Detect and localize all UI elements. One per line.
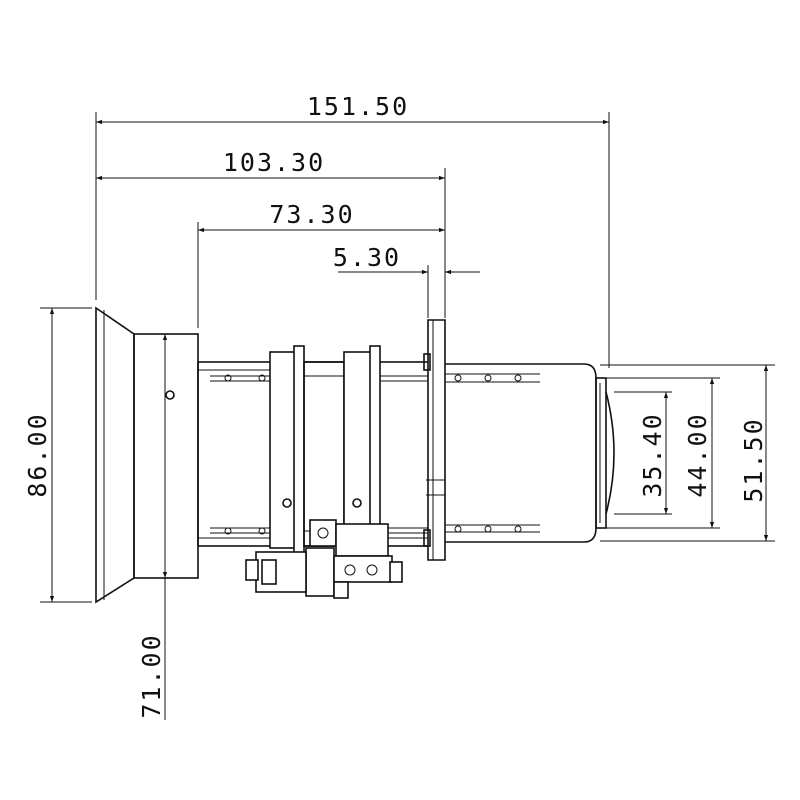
dim-length-to-flange: 103.30 [96, 148, 445, 181]
dim-overall-length: 151.50 [96, 92, 609, 125]
dim-barrel-diameter: 71.00 [137, 334, 168, 719]
front-barrel [133, 333, 199, 579]
dim-front-diameter: 86.00 [23, 308, 55, 602]
main-tube [197, 361, 431, 547]
front-hood [95, 306, 135, 604]
dim-rear-outer-diameter: 51.50 [739, 365, 769, 541]
actuator-assembly [245, 519, 428, 599]
lens-body [95, 306, 615, 604]
rear-tube [445, 363, 597, 543]
dim-flange-thickness: 5.30 [333, 243, 480, 275]
dim-rear-mid-diameter-label: 44.00 [683, 412, 712, 497]
dim-barrel-length-label: 73.30 [269, 200, 354, 229]
dim-rear-mid-diameter: 44.00 [683, 378, 715, 528]
dim-length-to-flange-label: 103.30 [223, 148, 325, 177]
dim-overall-length-label: 151.50 [307, 92, 409, 121]
rear-glass [605, 391, 615, 515]
dim-front-diameter-label: 86.00 [23, 412, 52, 497]
dim-barrel-diameter-label: 71.00 [137, 633, 166, 718]
dim-rear-inner-diameter: 35.40 [638, 392, 669, 514]
dim-rear-outer-diameter-label: 51.50 [739, 417, 768, 502]
front-screw [165, 390, 175, 400]
dim-flange-thickness-label: 5.30 [333, 243, 401, 272]
dim-barrel-length: 73.30 [198, 200, 445, 233]
dim-rear-inner-diameter-label: 35.40 [638, 412, 667, 497]
rear-mount [595, 377, 607, 529]
